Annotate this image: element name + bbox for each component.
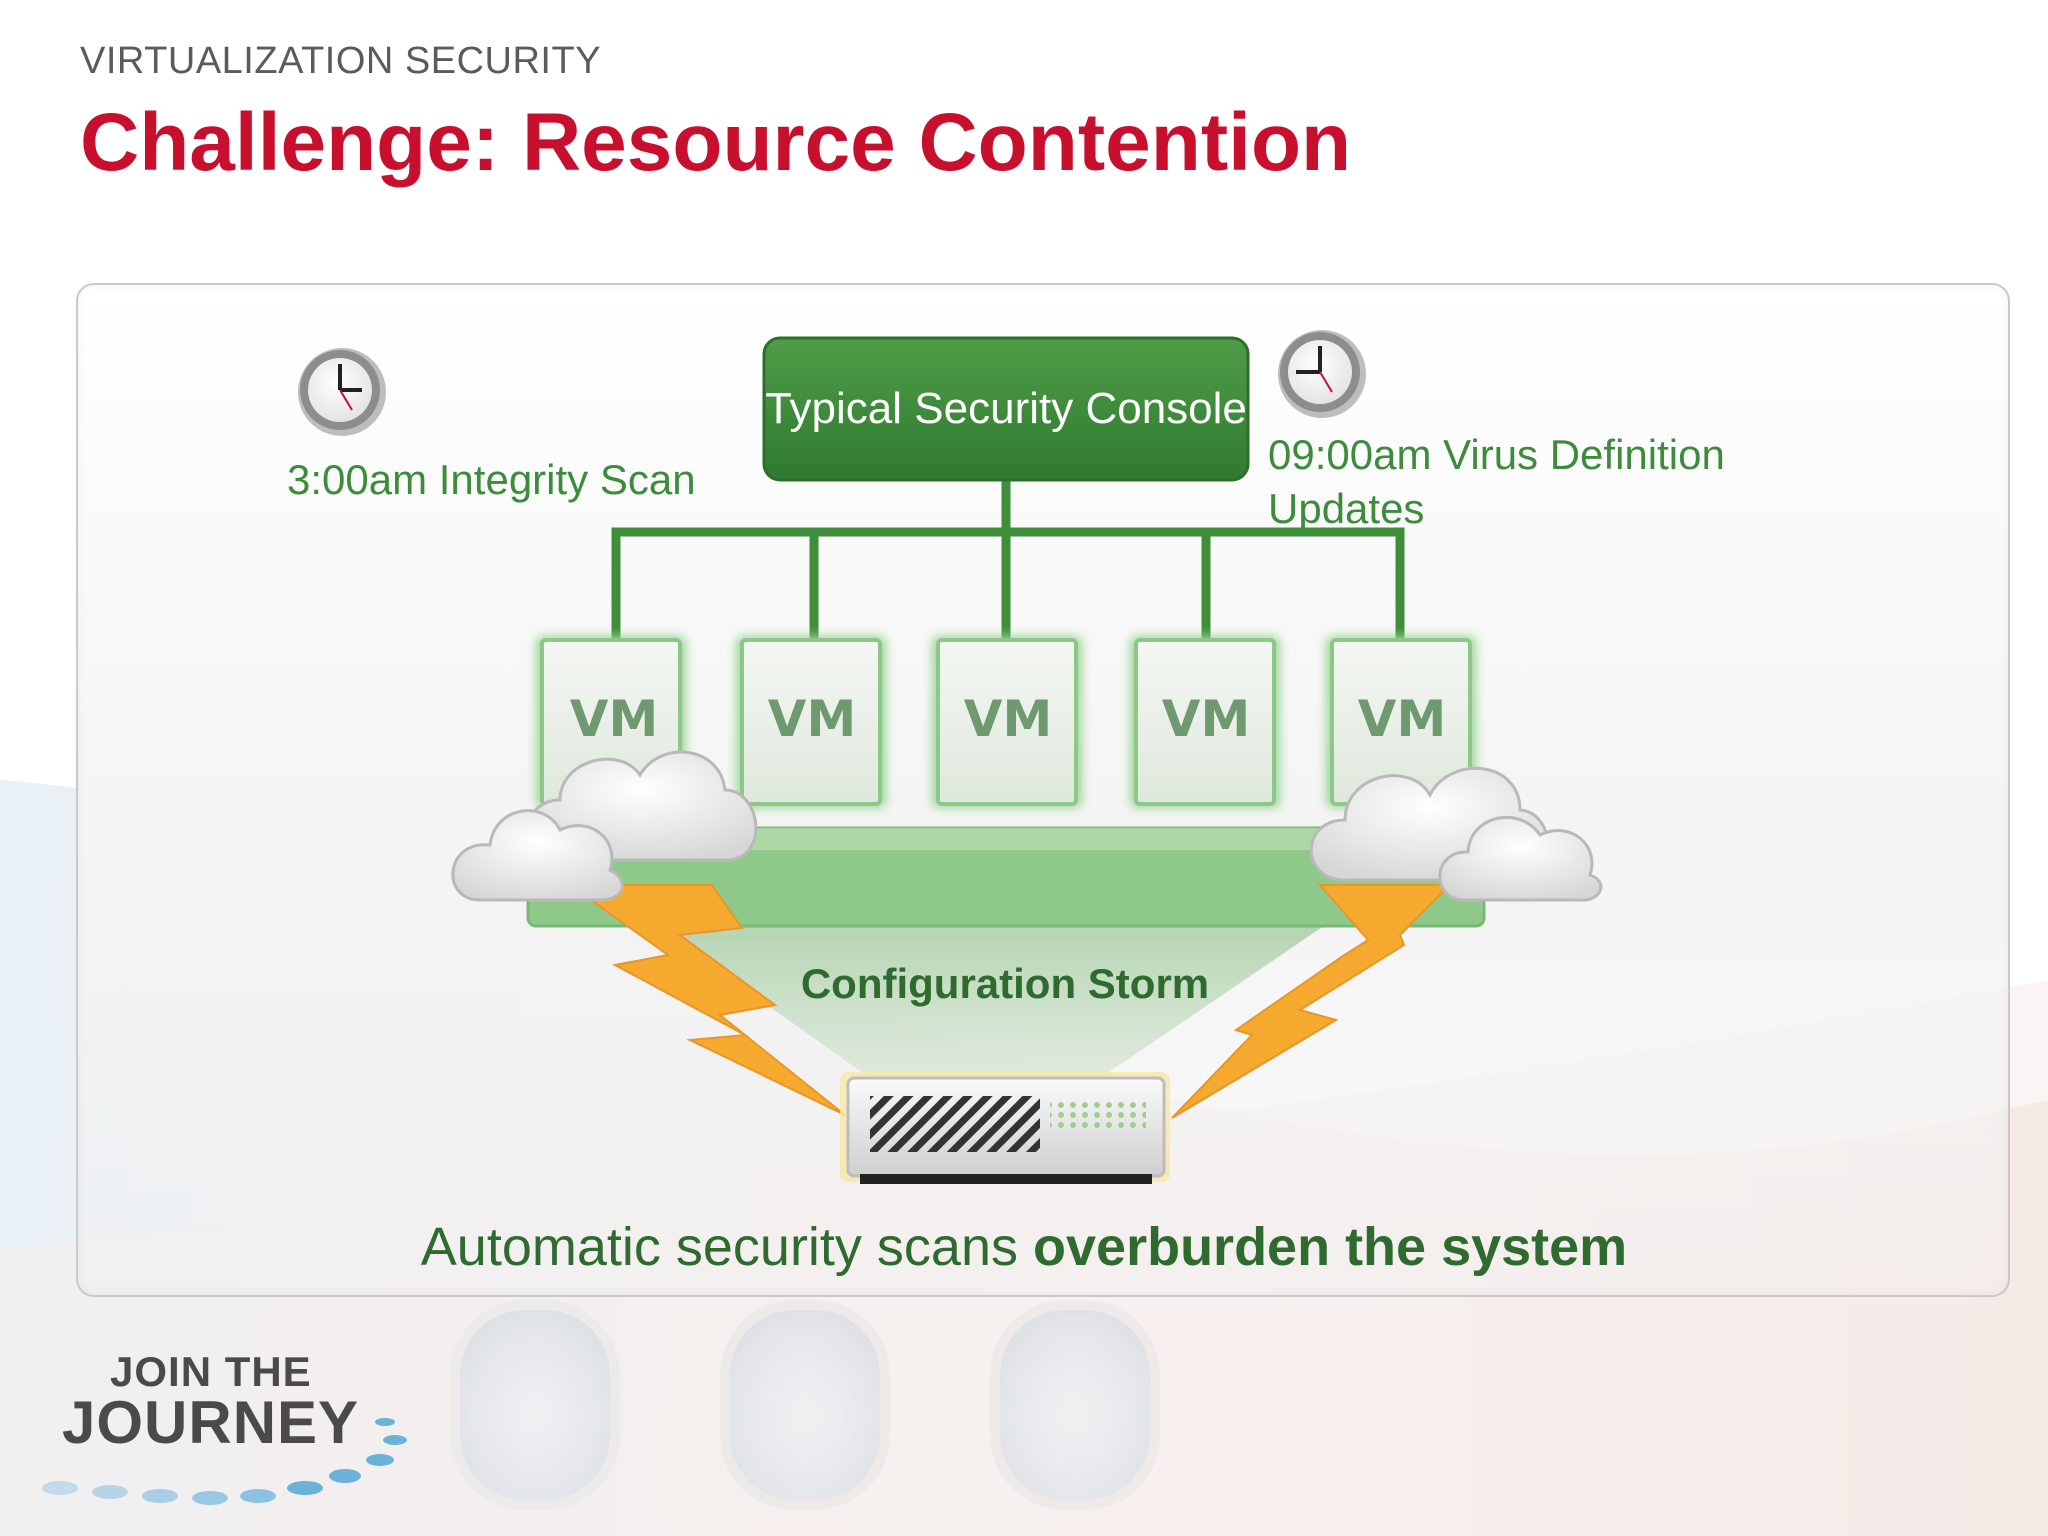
security-console-label: Typical Security Console xyxy=(765,384,1247,433)
vm-box xyxy=(1130,636,1280,808)
slide-title: Challenge: Resource Contention xyxy=(80,97,1352,188)
clock-icon xyxy=(298,348,386,436)
lightning-icon xyxy=(1171,884,1453,1119)
configuration-storm-label: Configuration Storm xyxy=(800,960,1210,1007)
vm-box xyxy=(536,636,686,808)
clock-icon xyxy=(1278,330,1366,418)
console-connectors xyxy=(611,478,1405,640)
cloud-icon xyxy=(451,750,758,902)
logo-line-2: JOURNEY xyxy=(62,1389,360,1456)
cloud-icon xyxy=(1309,766,1603,902)
vm-label: VM xyxy=(1161,690,1251,748)
vm-box xyxy=(736,636,886,808)
vm-box xyxy=(1326,636,1476,808)
slide-caption: Automatic security scans overburden the … xyxy=(0,1216,2048,1278)
caption-regular: Automatic security scans xyxy=(420,1217,1034,1277)
virus-update-label: 09:00am Virus Definition Updates xyxy=(1268,431,1725,532)
vm-label: VM xyxy=(1357,690,1447,748)
caption-bold: overburden the system xyxy=(1033,1217,1628,1277)
vm-label: VM xyxy=(767,690,857,748)
lightning-icon xyxy=(566,884,846,1116)
logo-line-1: JOIN THE xyxy=(110,1348,312,1395)
server-icon xyxy=(840,1072,1170,1184)
vm-boxes xyxy=(536,636,1476,808)
logo-swirl xyxy=(42,1418,407,1505)
airplane-windows xyxy=(450,1300,1160,1510)
storm-funnel xyxy=(640,915,1340,1085)
vm-box xyxy=(932,636,1082,808)
vm-label: VM xyxy=(963,690,1053,748)
vm-label: VM xyxy=(569,690,659,748)
slide-kicker: VIRTUALIZATION SECURITY xyxy=(80,40,602,82)
security-console-box xyxy=(762,336,1250,482)
integrity-scan-label: 3:00am Integrity Scan xyxy=(287,456,696,503)
